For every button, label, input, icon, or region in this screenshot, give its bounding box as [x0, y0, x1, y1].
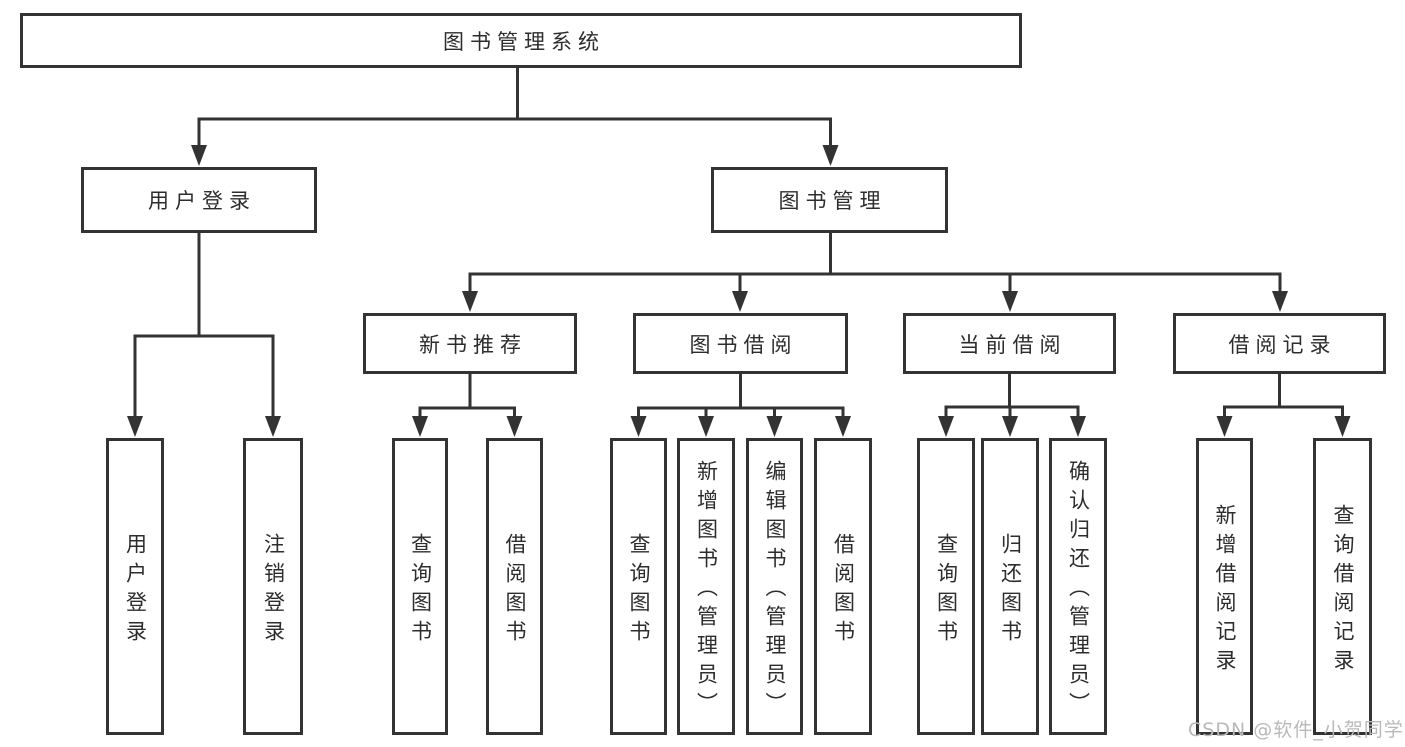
node-label: 查询图书	[408, 532, 433, 649]
node-label: 确认归还（管理员）	[1066, 460, 1091, 721]
leaf-borrow-books-borrow: 借阅图书	[814, 438, 872, 735]
node-label: 新书推荐	[419, 332, 527, 357]
connector-current-to-leaves	[938, 374, 1086, 437]
node-label: 图书借阅	[689, 332, 798, 357]
node-borrowing-records: 借阅记录	[1173, 313, 1386, 374]
node-current-borrowing: 当前借阅	[903, 313, 1116, 374]
connector-newrec-to-leaves	[412, 374, 523, 437]
leaf-confirm-return-admin: 确认归还（管理员）	[1049, 438, 1107, 735]
node-label: 编辑图书（管理员）	[763, 460, 788, 721]
node-label: 借阅图书	[503, 532, 528, 649]
node-label: 查询图书	[934, 532, 959, 649]
node-label: 新增图书（管理员）	[694, 460, 719, 721]
leaf-edit-books-admin: 编辑图书（管理员）	[746, 438, 803, 735]
node-label: 当前借阅	[958, 332, 1067, 357]
csdn-watermark: CSDN @软件_小贺同学	[1188, 719, 1404, 741]
node-new-book-recommend: 新书推荐	[363, 313, 577, 374]
connector-bookmgmt-to-level3	[462, 233, 1288, 312]
connector-userlogin-to-leaves	[127, 233, 281, 437]
node-label: 用户登录	[123, 532, 148, 649]
connector-records-to-leaves	[1216, 374, 1351, 437]
leaf-add-books-admin: 新增图书（管理员）	[677, 438, 735, 735]
node-book-management: 图书管理	[711, 167, 948, 233]
leaf-add-borrow-record: 新增借阅记录	[1196, 438, 1253, 735]
leaf-query-borrow-record: 查询借阅记录	[1313, 438, 1372, 735]
leaf-user-login: 用户登录	[106, 438, 164, 735]
leaf-query-books-recommend: 查询图书	[392, 438, 448, 735]
node-user-login: 用户登录	[81, 167, 317, 233]
node-label: 查询图书	[627, 532, 652, 649]
leaf-query-books-current: 查询图书	[917, 438, 975, 735]
node-label: 图书管理	[778, 189, 887, 213]
node-label: 借阅记录	[1228, 332, 1337, 357]
leaf-return-books: 归还图书	[981, 438, 1039, 735]
connector-borrow-to-leaves	[630, 374, 851, 437]
node-book-borrowing: 图书借阅	[633, 313, 848, 374]
node-label: 借阅图书	[831, 532, 856, 649]
node-label: 查询借阅记录	[1331, 503, 1356, 678]
leaf-query-books-borrow: 查询图书	[610, 438, 667, 735]
node-library-management-system: 图书管理系统	[20, 13, 1022, 68]
connector-root-to-level2	[191, 67, 839, 166]
node-label: 新增借阅记录	[1213, 503, 1238, 678]
node-label: 注销登录	[261, 532, 286, 649]
node-label: 图书管理系统	[443, 29, 605, 54]
node-label: 归还图书	[998, 532, 1023, 649]
leaf-borrow-books-recommend: 借阅图书	[486, 438, 543, 735]
leaf-logout-login: 注销登录	[243, 438, 303, 735]
node-label: 用户登录	[148, 189, 256, 213]
